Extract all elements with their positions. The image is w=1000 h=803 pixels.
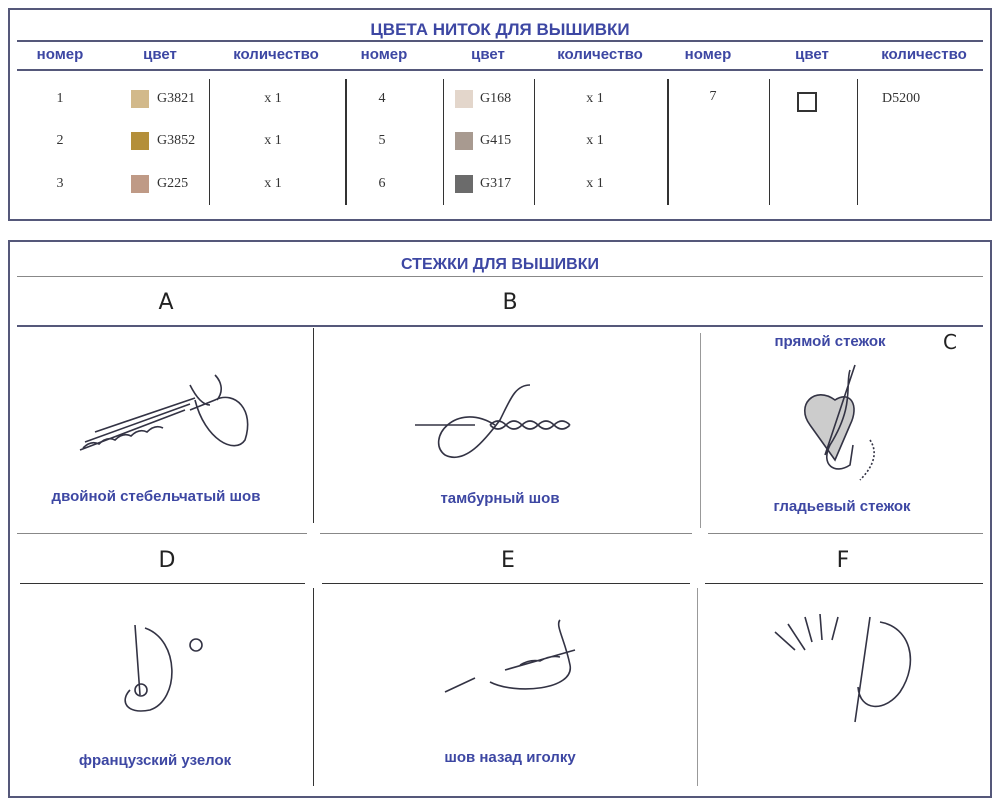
divider xyxy=(17,276,983,277)
header-color: цвет xyxy=(795,46,829,63)
header-number: номер xyxy=(360,46,408,63)
divider xyxy=(17,69,983,71)
divider xyxy=(667,79,669,205)
header-quantity: количество xyxy=(881,46,967,63)
thread-number: 3 xyxy=(56,176,64,191)
thread-colors-panel: ЦВЕТА НИТОК ДЛЯ ВЫШИВКИ xyxy=(8,8,992,221)
divider xyxy=(20,583,305,584)
thread-number: 5 xyxy=(378,133,386,148)
thread-code: G3852 xyxy=(157,133,196,148)
french-knot-illustration xyxy=(124,624,203,712)
divider xyxy=(857,79,858,205)
divider xyxy=(320,533,692,534)
divider xyxy=(345,79,347,205)
color-swatch-white xyxy=(797,92,817,112)
chain-stitch-illustration xyxy=(415,384,571,458)
stitch-letter-f: F xyxy=(836,548,850,573)
thread-quantity: x 1 xyxy=(586,176,604,191)
double-stem-stitch-illustration xyxy=(79,374,249,451)
divider xyxy=(769,79,770,205)
divider xyxy=(17,533,307,534)
stitch-label-c: гладьевый стежок xyxy=(773,498,911,515)
stitches-panel: СТЕЖКИ ДЛЯ ВЫШИВКИ xyxy=(8,240,992,798)
straight-stitch-illustration xyxy=(774,613,912,723)
backstitch-illustration xyxy=(444,619,576,693)
stitch-label-d: французский узелок xyxy=(78,752,232,769)
thread-number: 7 xyxy=(709,89,717,104)
color-swatch xyxy=(131,90,149,108)
header-quantity: количество xyxy=(557,46,643,63)
thread-number: 1 xyxy=(56,91,64,106)
satin-stitch-illustration xyxy=(804,364,875,481)
header-color: цвет xyxy=(471,46,505,63)
thread-code: G168 xyxy=(480,91,512,106)
divider xyxy=(697,588,698,786)
thread-code: G415 xyxy=(480,133,512,148)
header-number: номер xyxy=(684,46,732,63)
color-swatch xyxy=(455,132,473,150)
stitch-letter-e: E xyxy=(501,548,515,573)
stitch-letter-a: A xyxy=(158,290,174,315)
stitch-letter-d: D xyxy=(158,548,176,573)
divider xyxy=(534,79,535,205)
divider xyxy=(209,79,210,205)
divider xyxy=(322,583,690,584)
thread-code: G225 xyxy=(157,176,189,191)
stitch-label-e: шов назад иголку xyxy=(444,749,576,766)
divider xyxy=(443,79,444,205)
divider xyxy=(700,333,701,528)
thread-number: 2 xyxy=(56,133,64,148)
divider xyxy=(17,40,983,42)
color-swatch xyxy=(455,90,473,108)
thread-code: G317 xyxy=(480,176,512,191)
thread-quantity: x 1 xyxy=(586,133,604,148)
stitch-label-a: двойной стебельчатый шов xyxy=(51,488,261,505)
thread-code: G3821 xyxy=(157,91,196,106)
thread-code: D5200 xyxy=(882,91,921,106)
divider xyxy=(17,325,983,327)
thread-quantity: x 1 xyxy=(586,91,604,106)
color-swatch xyxy=(131,175,149,193)
divider xyxy=(705,583,983,584)
stitch-label-b: тамбурный шов xyxy=(440,490,560,507)
header-quantity: количество xyxy=(233,46,319,63)
color-swatch xyxy=(131,132,149,150)
stitch-label-c-top: прямой стежок xyxy=(774,333,886,350)
header-color: цвет xyxy=(143,46,177,63)
stitches-title: СТЕЖКИ ДЛЯ ВЫШИВКИ xyxy=(401,256,599,273)
divider xyxy=(313,328,314,523)
divider xyxy=(708,533,983,534)
thread-colors-title: ЦВЕТА НИТОК ДЛЯ ВЫШИВКИ xyxy=(370,20,630,39)
color-swatch xyxy=(455,175,473,193)
thread-quantity: x 1 xyxy=(264,176,282,191)
divider xyxy=(313,588,314,786)
thread-number: 4 xyxy=(378,91,386,106)
thread-number: 6 xyxy=(378,176,386,191)
header-number: номер xyxy=(36,46,84,63)
stitch-letter-b: B xyxy=(502,290,518,315)
thread-quantity: x 1 xyxy=(264,133,282,148)
thread-quantity: x 1 xyxy=(264,91,282,106)
stitch-letter-c: C xyxy=(943,330,957,354)
